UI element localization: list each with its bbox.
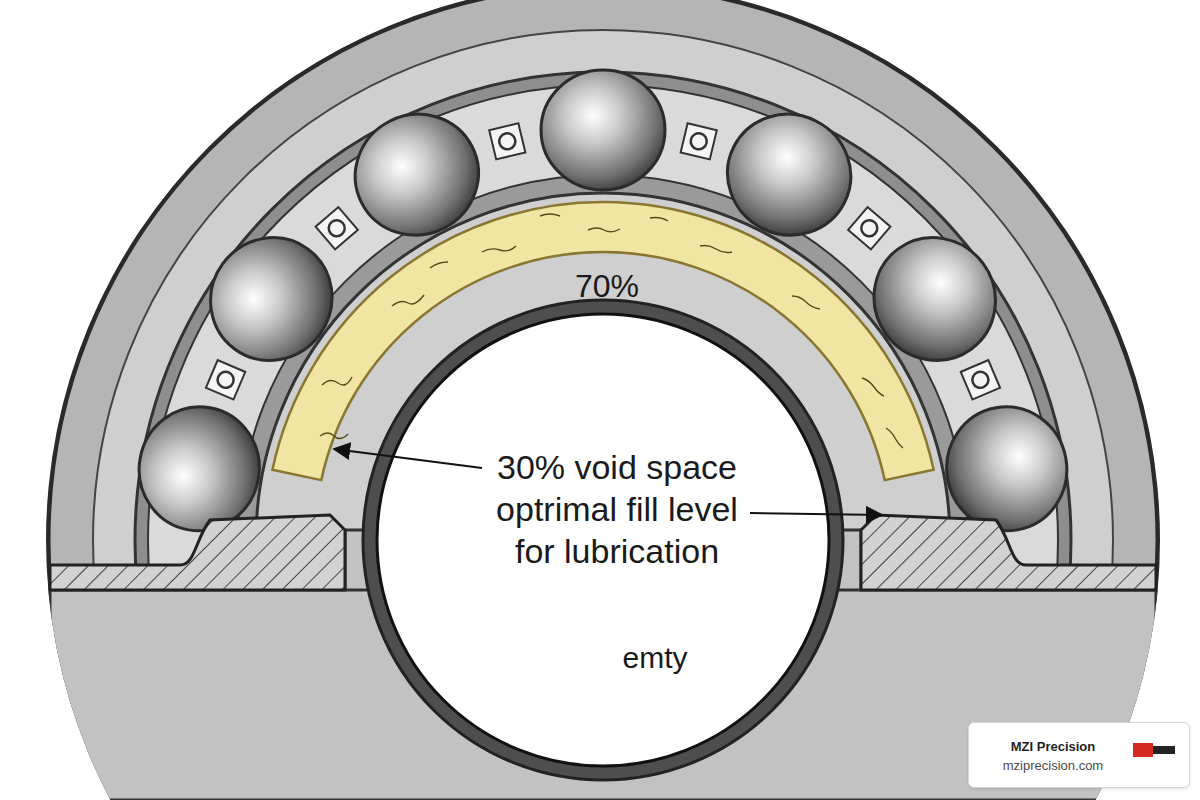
percent-label: 70% bbox=[575, 267, 639, 305]
grease-streak bbox=[792, 296, 820, 309]
grease-streak bbox=[862, 378, 884, 396]
cage-window bbox=[206, 360, 245, 399]
bore bbox=[377, 314, 829, 766]
brand-name: MZI Precision bbox=[983, 737, 1123, 756]
bore-edge bbox=[363, 300, 843, 780]
grease-streak bbox=[430, 262, 448, 268]
grease-streak bbox=[320, 433, 348, 439]
grease-streak bbox=[886, 428, 903, 448]
watermark-box: MZI Precisionmziprecision.com bbox=[968, 722, 1190, 788]
callout-note: 30% void space optrimal fill level for l… bbox=[486, 446, 748, 572]
logo-bar bbox=[1153, 746, 1175, 754]
grease-streak bbox=[322, 377, 352, 385]
logo-mark bbox=[1133, 743, 1153, 757]
cage-window bbox=[489, 123, 525, 159]
grease-streak bbox=[482, 246, 516, 252]
grease-streak bbox=[700, 245, 732, 252]
brand-url: mziprecision.com bbox=[983, 756, 1123, 775]
section-hatch bbox=[50, 515, 345, 590]
cage-window bbox=[961, 360, 1000, 399]
grease-streak bbox=[540, 214, 560, 216]
leader-line bbox=[750, 513, 882, 515]
grease-streak bbox=[392, 295, 424, 306]
grease-streak bbox=[650, 217, 668, 221]
grease-streak bbox=[588, 228, 620, 232]
cage-window bbox=[316, 207, 358, 249]
outer-ring bbox=[48, 0, 1158, 800]
cage-window bbox=[681, 123, 717, 159]
ball bbox=[541, 70, 665, 190]
section-hatch bbox=[861, 515, 1156, 590]
brand-logo bbox=[1133, 743, 1175, 757]
bore-label: emty bbox=[622, 640, 687, 676]
bearing bbox=[48, 0, 1158, 800]
cage-window bbox=[848, 207, 890, 249]
leader-line bbox=[334, 449, 482, 468]
